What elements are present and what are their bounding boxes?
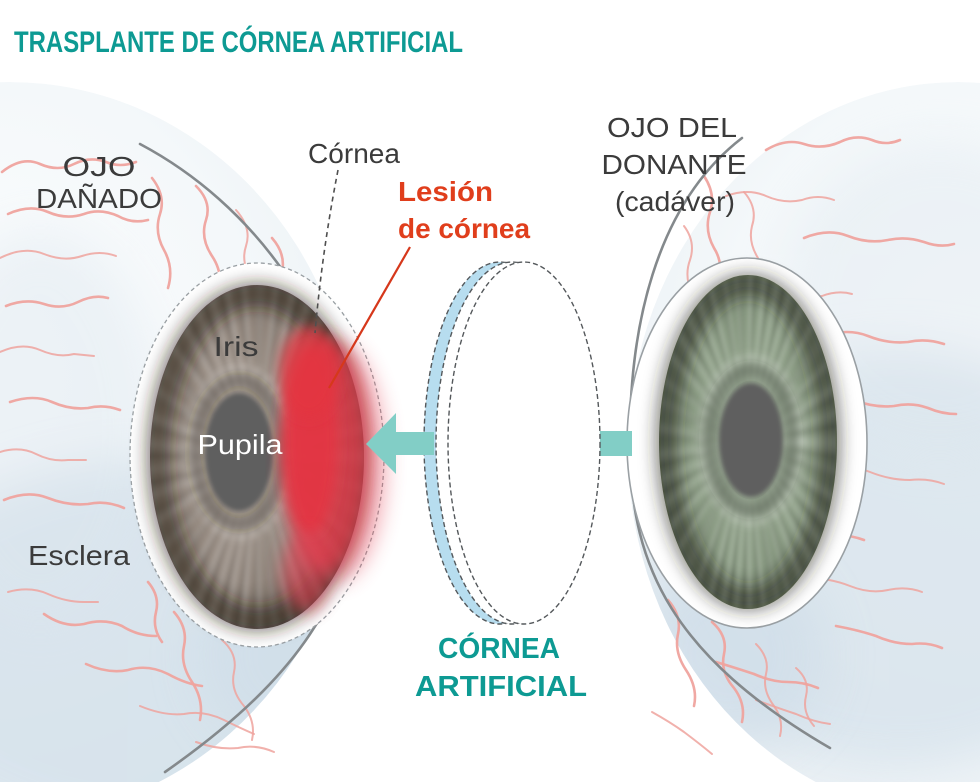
donor-eye (626, 82, 980, 782)
pupil-label: Pupila (198, 429, 283, 460)
damaged-eye (0, 82, 386, 782)
damaged-eye-label-line1: OJO (63, 151, 136, 182)
donor-eye-label-line1: OJO DEL (607, 112, 737, 143)
artificial-cornea-label-line2: ARTIFICIAL (415, 671, 587, 703)
iris-label: Iris (214, 331, 259, 362)
cornea-lesion (279, 326, 386, 612)
donor-eye-label-line2: DONANTE (602, 149, 747, 180)
sclera-label: Esclera (28, 540, 130, 571)
page-title: TRASPLANTE DE CÓRNEA ARTIFICIAL (14, 25, 463, 59)
damaged-eye-label-line2: DAÑADO (36, 183, 162, 214)
artificial-cornea-label-line1: CÓRNEA (438, 631, 560, 665)
donor-eye-label-line3: (cadáver) (615, 186, 735, 217)
donor-eye-pupil (719, 383, 783, 497)
lesion-label-line2: de córnea (398, 213, 530, 244)
damaged-eye-pupil (205, 393, 273, 511)
donor-eye-iris (655, 273, 841, 611)
artificial-cornea-disc (423, 261, 601, 625)
iris-edge-shadow (655, 273, 841, 611)
cornea-label: Córnea (308, 138, 400, 169)
transplant-arrow-head (366, 413, 434, 474)
lesion-leader-line (328, 246, 411, 389)
lesion-label-line1: Lesión (398, 176, 493, 207)
cornea-leader-line (314, 169, 339, 334)
